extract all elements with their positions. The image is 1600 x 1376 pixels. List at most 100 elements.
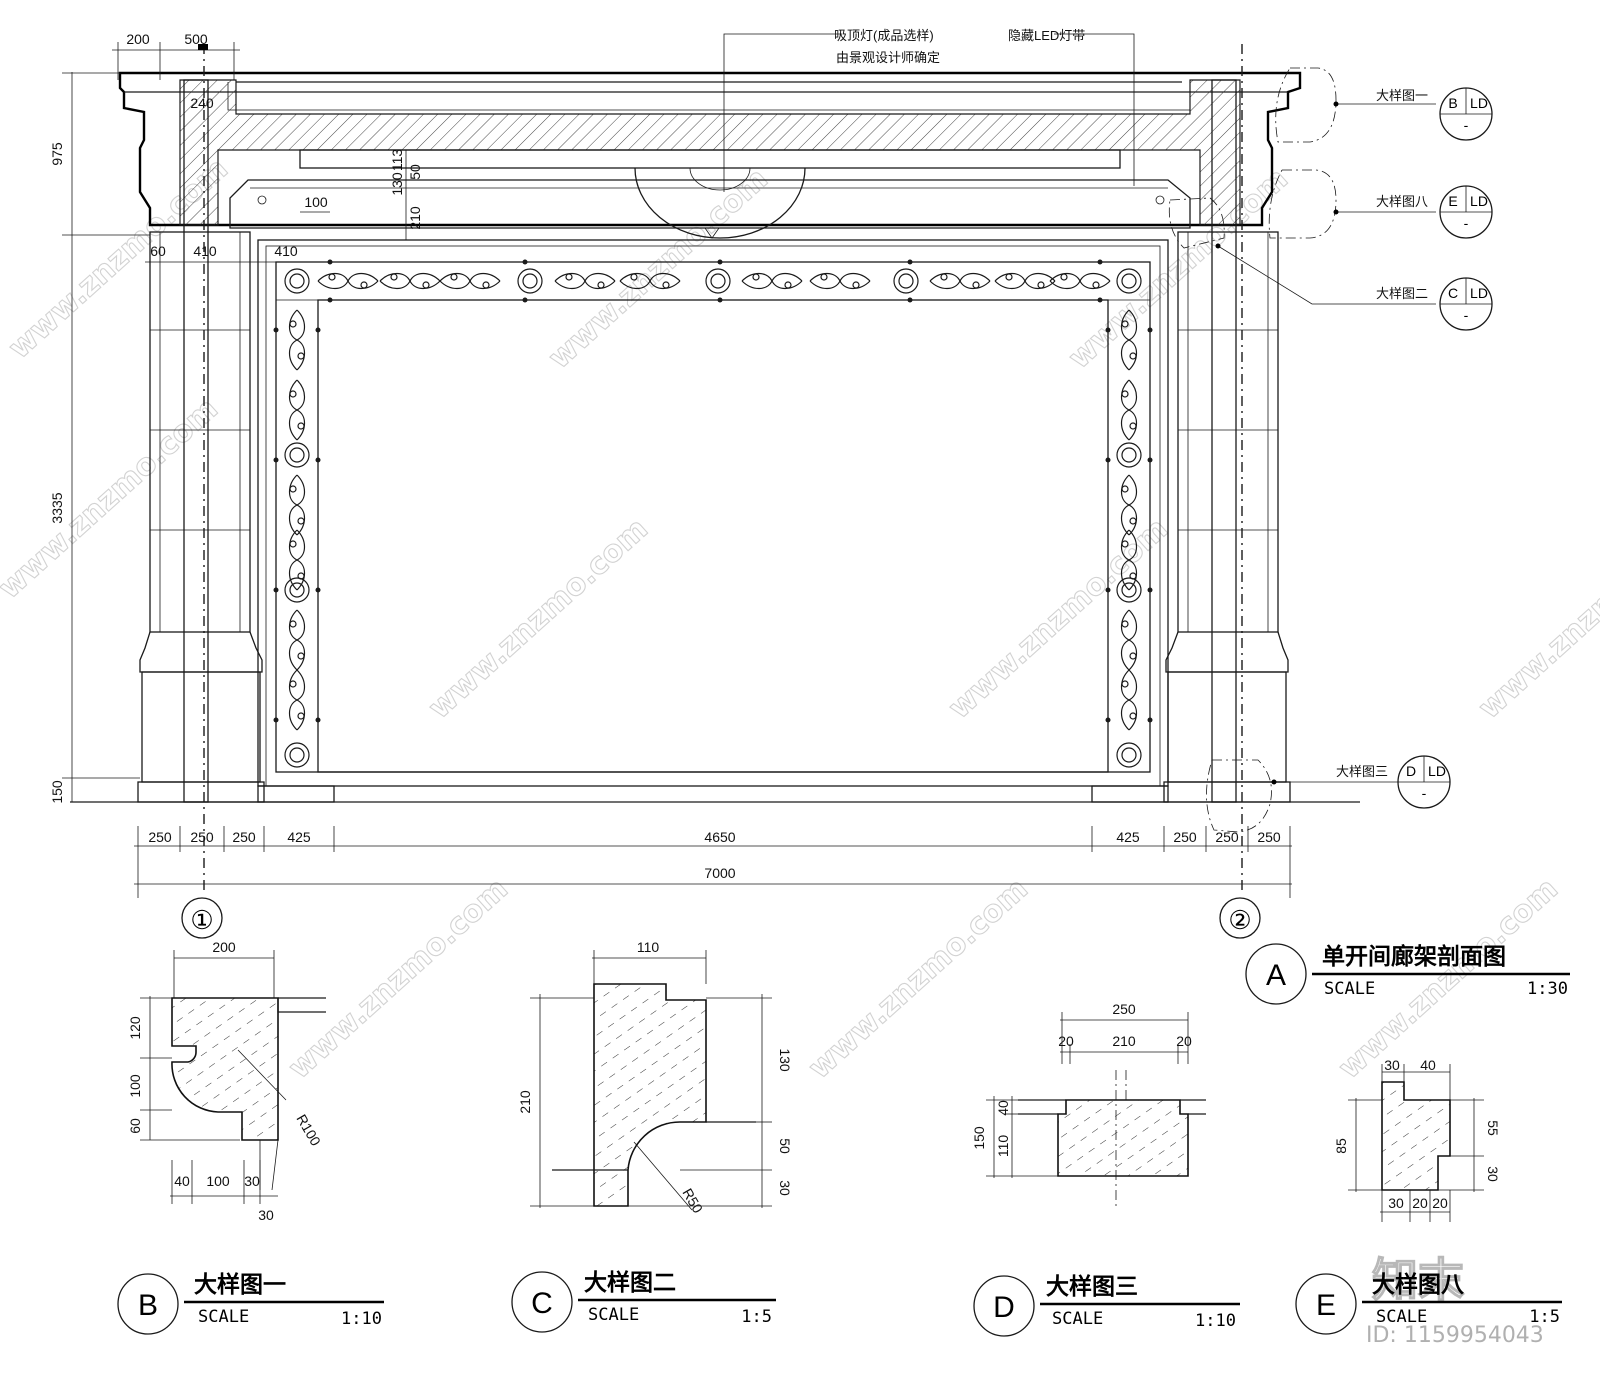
dim-text: 50	[777, 1138, 793, 1154]
dim-text: 250	[1112, 1001, 1136, 1017]
dim-text: 100	[206, 1173, 230, 1189]
scale-label: SCALE	[588, 1305, 639, 1325]
scale-value: 1:5	[741, 1307, 772, 1327]
dim-text: 40	[174, 1173, 190, 1189]
dim-text: 425	[287, 829, 311, 845]
detail-c: 110 210 130 50 30 R50 C 大样图二 SCALE 1:5	[511, 939, 793, 1333]
callout-label-c: 大样图二	[1376, 286, 1428, 301]
dim-text: 60	[150, 243, 166, 259]
watermark-text: www.znzmo.com	[282, 871, 515, 1086]
scale-value: 1:5	[1529, 1307, 1560, 1327]
watermark-text: www.znzmo.com	[542, 161, 775, 376]
detail-b: 200 120 100 60 40 100 30 30 R100 B 大样图一 …	[117, 939, 384, 1335]
detail-title: 大样图八	[1372, 1271, 1465, 1298]
dim-text: 20	[1432, 1195, 1448, 1211]
dim-text: 30	[258, 1207, 274, 1223]
main-title: 单开间廊架剖面图	[1322, 943, 1506, 970]
dim-text: 500	[184, 31, 208, 47]
watermark-text: www.znzmo.com	[1472, 511, 1600, 726]
elevation-dimensions: 200 500 975 3335 150 240 100 113 130 50 …	[49, 31, 1292, 898]
dim-text: 20	[1058, 1033, 1074, 1049]
dim-text: 85	[1333, 1138, 1349, 1154]
scale-value: 1:30	[1527, 979, 1568, 999]
watermark-text: www.znzmo.com	[0, 391, 225, 606]
title-letter: A	[1266, 959, 1286, 992]
dim-text: 410	[193, 243, 217, 259]
callout-label-d: 大样图三	[1336, 764, 1388, 779]
detail-letter: E	[1316, 1289, 1336, 1322]
dim-text: 425	[1116, 829, 1140, 845]
callout-letter: E	[1448, 193, 1457, 209]
detail-title: 大样图一	[194, 1271, 286, 1298]
callout-sub: -	[1464, 215, 1469, 231]
dim-text: 110	[995, 1135, 1011, 1158]
callout-d: D LD -	[1397, 755, 1451, 809]
dim-text: 7000	[704, 865, 735, 881]
dim-text: 20	[1176, 1033, 1192, 1049]
axis-label: ②	[1228, 905, 1251, 935]
column-left	[149, 231, 251, 633]
dim-text: 20	[1412, 1195, 1428, 1211]
dim-text: 210	[1112, 1033, 1136, 1049]
opening	[317, 299, 1109, 773]
dim-text: 120	[127, 1016, 143, 1040]
detail-d: 250 20 210 20 150 40 110 D 大样图三 SCALE 1:…	[971, 1001, 1240, 1337]
callout-sheet: LD	[1470, 285, 1488, 301]
detail-title: 大样图三	[1046, 1273, 1138, 1300]
dim-text: 210	[517, 1090, 533, 1114]
callout-label-e: 大样图八	[1376, 194, 1428, 209]
dim-text: 150	[971, 1126, 987, 1150]
scale-label: SCALE	[198, 1307, 249, 1327]
watermark-text: www.znzmo.com	[942, 511, 1175, 726]
left-ornament	[284, 309, 310, 768]
scale-value: 1:10	[1195, 1311, 1236, 1331]
dim-text: 113	[389, 149, 405, 172]
cornice-outline	[118, 71, 1302, 227]
annotation-ceiling-light: 吸顶灯(成品选样)	[834, 28, 934, 43]
callout-letter: C	[1448, 285, 1458, 301]
column-right	[1177, 231, 1279, 633]
annotation-led-strip: 隐藏LED灯带	[1008, 28, 1085, 43]
dim-text: 250	[1215, 829, 1239, 845]
dim-text: 30	[244, 1173, 260, 1189]
callout-sheet: LD	[1470, 193, 1488, 209]
dim-text: 50	[407, 164, 423, 180]
arch-frame	[257, 239, 1169, 787]
callout-marks	[1168, 67, 1337, 833]
callout-letter: D	[1406, 763, 1416, 779]
dim-text: 30	[1388, 1195, 1404, 1211]
dim-text: 130	[389, 172, 405, 196]
watermark-id: ID: 1159954043	[1366, 1323, 1544, 1348]
dim-text: 250	[1257, 829, 1281, 845]
callout-sheet: LD	[1470, 95, 1488, 111]
detail-e: 30 40 85 55 30 30 20 20 E 大样图八 SCALE 1:5	[1295, 1057, 1562, 1335]
dim-text: 3335	[49, 492, 65, 523]
detail-letter: C	[531, 1287, 553, 1320]
callout-sheet: LD	[1428, 763, 1446, 779]
dim-text: 250	[190, 829, 214, 845]
grid-axis-2: ②	[1219, 897, 1261, 939]
dim-text: 40	[1420, 1057, 1436, 1073]
dim-text: 30	[777, 1180, 793, 1196]
detail-title: 大样图二	[584, 1269, 676, 1296]
watermark-logo: 知末	[1372, 1253, 1464, 1307]
detail-letter: D	[993, 1291, 1015, 1324]
scale-label: SCALE	[1052, 1309, 1103, 1329]
detail-letter: B	[138, 1289, 158, 1322]
callout-label-b: 大样图一	[1376, 88, 1428, 103]
dim-text: 410	[274, 243, 298, 259]
dim-text: 100	[304, 194, 328, 210]
dim-text: R100	[293, 1112, 324, 1149]
scale-label: SCALE	[1324, 979, 1375, 999]
scale-label: SCALE	[1376, 1307, 1427, 1327]
dim-text: 30	[1485, 1166, 1501, 1182]
dim-text: 250	[1173, 829, 1197, 845]
callout-c: C LD -	[1439, 277, 1493, 331]
callout-sub: -	[1464, 307, 1469, 323]
callout-letter: B	[1448, 95, 1457, 111]
dim-text: 4650	[704, 829, 735, 845]
dim-text: 240	[190, 95, 214, 111]
dim-text: 200	[212, 939, 236, 955]
annotation-ceiling-light-note: 由景观设计师确定	[836, 50, 940, 65]
